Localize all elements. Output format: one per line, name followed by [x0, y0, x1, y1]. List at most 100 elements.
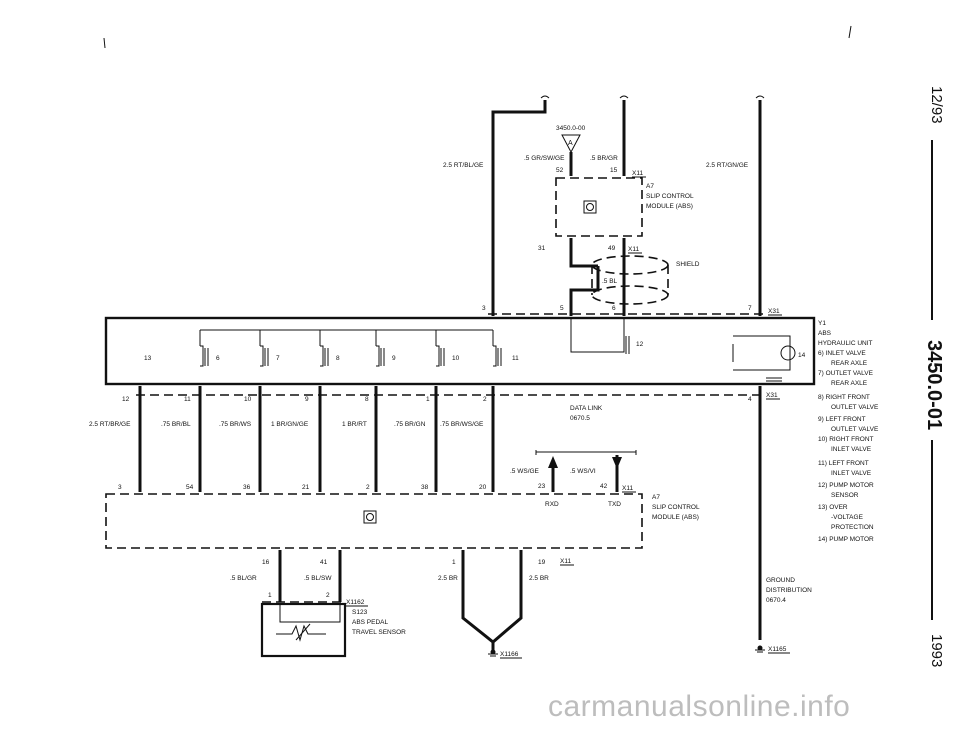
valve-coil-6	[200, 345, 209, 367]
valve-label-13: 13	[144, 355, 152, 362]
conn-x31-top: X31	[768, 308, 780, 315]
pump-motor-symbol	[780, 345, 796, 361]
sensor-box	[260, 602, 347, 658]
shield-top	[591, 255, 669, 275]
pin-11: 11	[184, 396, 191, 403]
stray-mark-right	[848, 25, 852, 39]
valve-label-8: 8	[336, 355, 340, 362]
data-link-ticks	[535, 450, 637, 455]
ground-dist-1: GROUND	[766, 577, 795, 584]
wire-label-rt-bl-ge: 2.5 RT/BL/GE	[443, 162, 484, 169]
sensor-potentiometer	[276, 624, 326, 642]
legend-line: 13) OVER	[818, 504, 848, 511]
valve-label-7: 7	[276, 355, 280, 362]
wire-label: .75 BR/WS	[219, 421, 252, 428]
valve-coil-7	[260, 345, 269, 367]
sensor-wiper	[295, 623, 311, 641]
ground-dist-2: DISTRIBUTION	[766, 587, 812, 594]
s123-label: S123	[352, 609, 368, 616]
ground-icon-x1165	[757, 645, 763, 651]
module-pin-36: 36	[243, 484, 251, 491]
pin-10: 10	[244, 396, 252, 403]
module-icon-circle	[586, 203, 594, 211]
ground-x1166-label: X1166	[500, 651, 519, 658]
pin-3: 3	[482, 305, 486, 312]
shield-wire-label: .5 BL	[602, 278, 618, 285]
legend-line: INLET VALVE	[831, 446, 872, 453]
y1-label: Y1	[818, 320, 826, 327]
legend-line: 11) LEFT FRONT	[818, 460, 869, 467]
rxd-arrow-up	[548, 456, 558, 468]
module-name-2: MODULE (ABS)	[646, 203, 693, 210]
ground-x1165-label: X1165	[768, 646, 787, 653]
conn-x11-top: X11	[632, 170, 643, 177]
valve-label-11: 11	[512, 355, 519, 362]
pin-7: 7	[748, 305, 752, 312]
conn-x31-bottom: X31	[766, 392, 778, 399]
wire-31	[569, 238, 598, 268]
ground-mark	[755, 649, 765, 653]
wire-label: .75 BR/WS/GE	[440, 421, 484, 428]
wire-label-br-right: 2.5 BR	[529, 575, 549, 582]
side-margin: 12/93 3450.0-01 1993	[923, 86, 945, 667]
legend-line: 8) RIGHT FRONT	[818, 394, 870, 401]
wire-br-ground-loop	[461, 550, 523, 644]
legend-line: SENSOR	[831, 492, 859, 499]
wire-label-br-left: 2.5 BR	[438, 575, 458, 582]
valve-label-14: 14	[798, 352, 806, 359]
module-pin-23: 23	[538, 483, 546, 490]
wire-break-mark	[755, 95, 765, 99]
sensor-pin-1: 1	[268, 592, 272, 599]
pump-motor-loop	[732, 335, 791, 371]
module-name-1: SLIP CONTROL	[646, 193, 694, 200]
ground-mark	[488, 653, 498, 657]
wire-label-gr-sw-ge: .5 GR/SW/GE	[524, 155, 565, 162]
module-name-1-lower: SLIP CONTROL	[652, 504, 700, 511]
legend-line: OUTLET VALVE	[831, 404, 879, 411]
valve-label-6: 6	[216, 355, 220, 362]
hydraulic-unit-label: HYDRAULIC UNIT	[818, 340, 873, 347]
module-a7-lower-box	[105, 493, 643, 549]
wire-label: .75 BR/BL	[161, 421, 191, 428]
hydraulic-unit-box	[104, 316, 816, 386]
conn-x11-mid: X11	[628, 246, 639, 253]
pin-5: 5	[560, 305, 564, 312]
wire-break-mark	[619, 95, 629, 99]
pin-1: 1	[426, 396, 430, 403]
wire-break-mark	[540, 95, 550, 99]
ref-label: 3450.0-00	[556, 125, 586, 132]
conn-x11-lower: X11	[622, 485, 633, 492]
ground-dist-3: 0670.4	[766, 597, 786, 604]
pin-4: 4	[748, 396, 752, 403]
s123-line2: TRAVEL SENSOR	[352, 629, 406, 636]
wire-label-ws-vi: .5 WS/VI	[570, 468, 596, 475]
module-icon	[583, 200, 597, 214]
pump-sensor-coil	[625, 336, 630, 354]
shield-label: SHIELD	[676, 261, 700, 268]
data-link-ref: 0670.5	[570, 415, 590, 422]
valve-label-12: 12	[636, 341, 644, 348]
s123-line1: ABS PEDAL	[352, 619, 389, 626]
module-pin-21: 21	[302, 484, 310, 491]
module-pin-20: 20	[479, 484, 487, 491]
side-year: 1993	[928, 634, 945, 667]
rxd-label: RXD	[545, 501, 559, 508]
legend-line: 6) INLET VALVE	[818, 350, 866, 357]
pin-15: 15	[610, 167, 618, 174]
pin-6: 6	[612, 305, 616, 312]
module-name-2-lower: MODULE (ABS)	[652, 514, 699, 521]
wire-label-bl-gr: .5 BL/GR	[230, 575, 257, 582]
pin-52: 52	[556, 167, 564, 174]
pin-8: 8	[365, 396, 369, 403]
sensor-pin-2: 2	[326, 592, 330, 599]
wire-label-rt-gn-ge: 2.5 RT/GN/GE	[706, 162, 749, 169]
valve-coil-11	[493, 345, 502, 367]
watermark: carmanualsonline.info	[548, 690, 851, 723]
wire-label: .75 BR/GN	[394, 421, 426, 428]
lower-pin-16: 16	[262, 559, 270, 566]
valve-coil-8	[320, 345, 329, 367]
shield-bottom	[591, 285, 669, 305]
pin-31: 31	[538, 245, 546, 252]
conn-x11-bottom: X11	[560, 558, 571, 565]
